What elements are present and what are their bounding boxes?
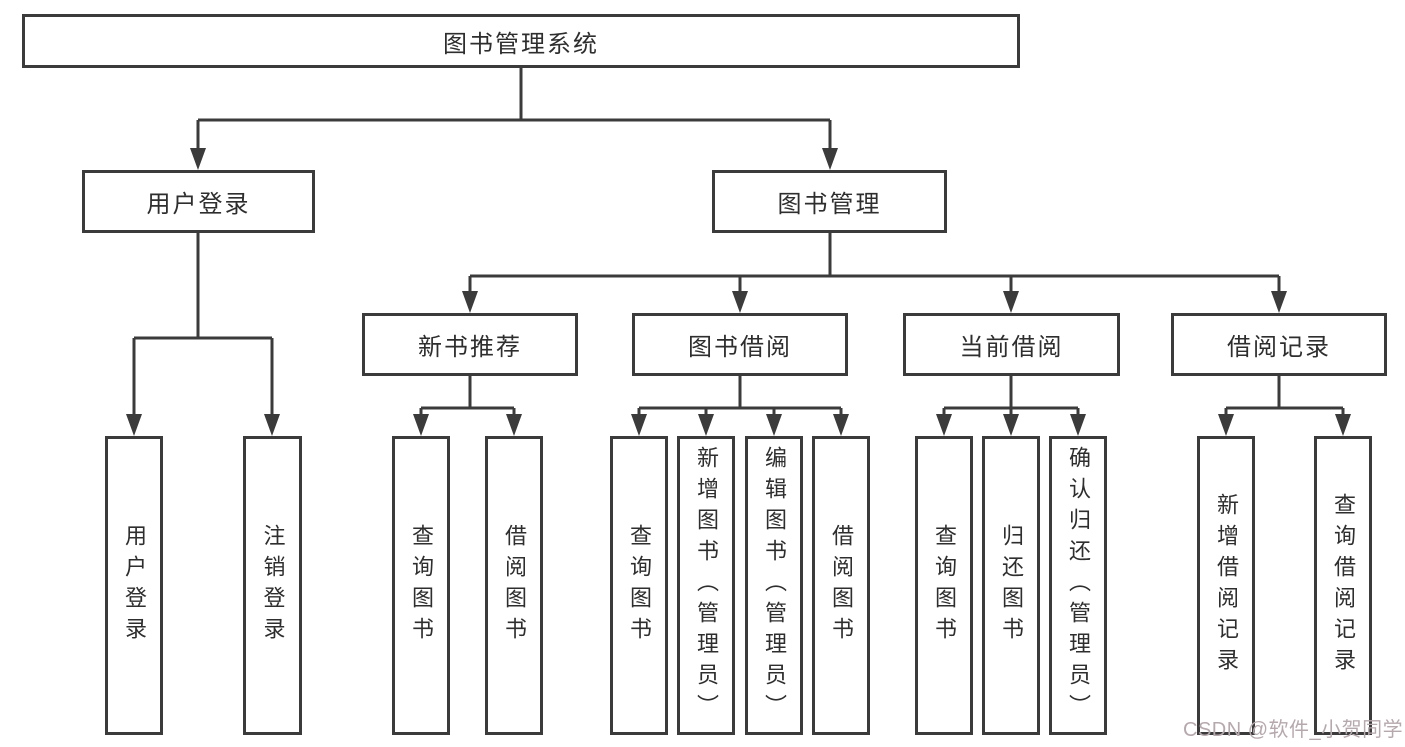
node-book-borrow: 图书借阅: [632, 313, 848, 376]
leaf-logout: 注销登录: [243, 436, 302, 735]
node-user-login-label: 用户登录: [146, 191, 251, 218]
leaf-user-login: 用户登录: [105, 436, 163, 735]
leaf-borrow-book-1-label: 借阅图书: [502, 523, 527, 648]
node-new-book-recommend: 新书推荐: [362, 313, 578, 376]
leaf-query-book-3: 查询图书: [915, 436, 973, 735]
node-book-management-label: 图书管理: [777, 191, 882, 218]
leaf-confirm-return-admin: 确认归还（管理员）: [1049, 436, 1107, 735]
leaf-query-borrow-record: 查询借阅记录: [1314, 436, 1372, 735]
node-book-borrow-label: 图书借阅: [688, 334, 792, 361]
node-book-management: 图书管理: [712, 170, 947, 233]
node-current-borrow-label: 当前借阅: [959, 334, 1064, 361]
node-root-label: 图书管理系统: [443, 30, 599, 58]
leaf-query-borrow-record-label: 查询借阅记录: [1331, 492, 1356, 679]
leaf-return-book-label: 归还图书: [999, 523, 1024, 648]
leaf-borrow-book-2-label: 借阅图书: [829, 523, 854, 648]
leaf-add-book-admin: 新增图书（管理员）: [677, 436, 735, 735]
leaf-query-book-3-label: 查询图书: [932, 523, 957, 648]
node-current-borrow: 当前借阅: [903, 313, 1120, 376]
leaf-query-book-1-label: 查询图书: [409, 523, 434, 648]
leaf-borrow-book-1: 借阅图书: [485, 436, 543, 735]
leaf-edit-book-admin-label: 编辑图书（管理员）: [762, 446, 787, 725]
leaf-add-book-admin-label: 新增图书（管理员）: [694, 446, 719, 725]
node-borrow-record-label: 借阅记录: [1227, 334, 1331, 361]
leaf-query-book-2: 查询图书: [610, 436, 668, 735]
leaf-return-book: 归还图书: [982, 436, 1040, 735]
node-new-book-recommend-label: 新书推荐: [418, 334, 522, 361]
leaf-borrow-book-2: 借阅图书: [812, 436, 870, 735]
csdn-watermark: CSDN @软件_小贺同学: [1183, 719, 1404, 741]
node-user-login: 用户登录: [82, 170, 315, 233]
node-root: 图书管理系统: [22, 14, 1020, 68]
leaf-edit-book-admin: 编辑图书（管理员）: [745, 436, 803, 735]
leaf-query-book-1: 查询图书: [392, 436, 450, 735]
leaf-add-borrow-record: 新增借阅记录: [1197, 436, 1255, 735]
leaf-logout-label: 注销登录: [260, 523, 286, 648]
leaf-user-login-label: 用户登录: [122, 523, 147, 648]
leaf-add-borrow-record-label: 新增借阅记录: [1214, 492, 1239, 679]
leaf-query-book-2-label: 查询图书: [627, 523, 652, 648]
node-borrow-record: 借阅记录: [1171, 313, 1387, 376]
leaf-confirm-return-admin-label: 确认归还（管理员）: [1066, 446, 1091, 725]
